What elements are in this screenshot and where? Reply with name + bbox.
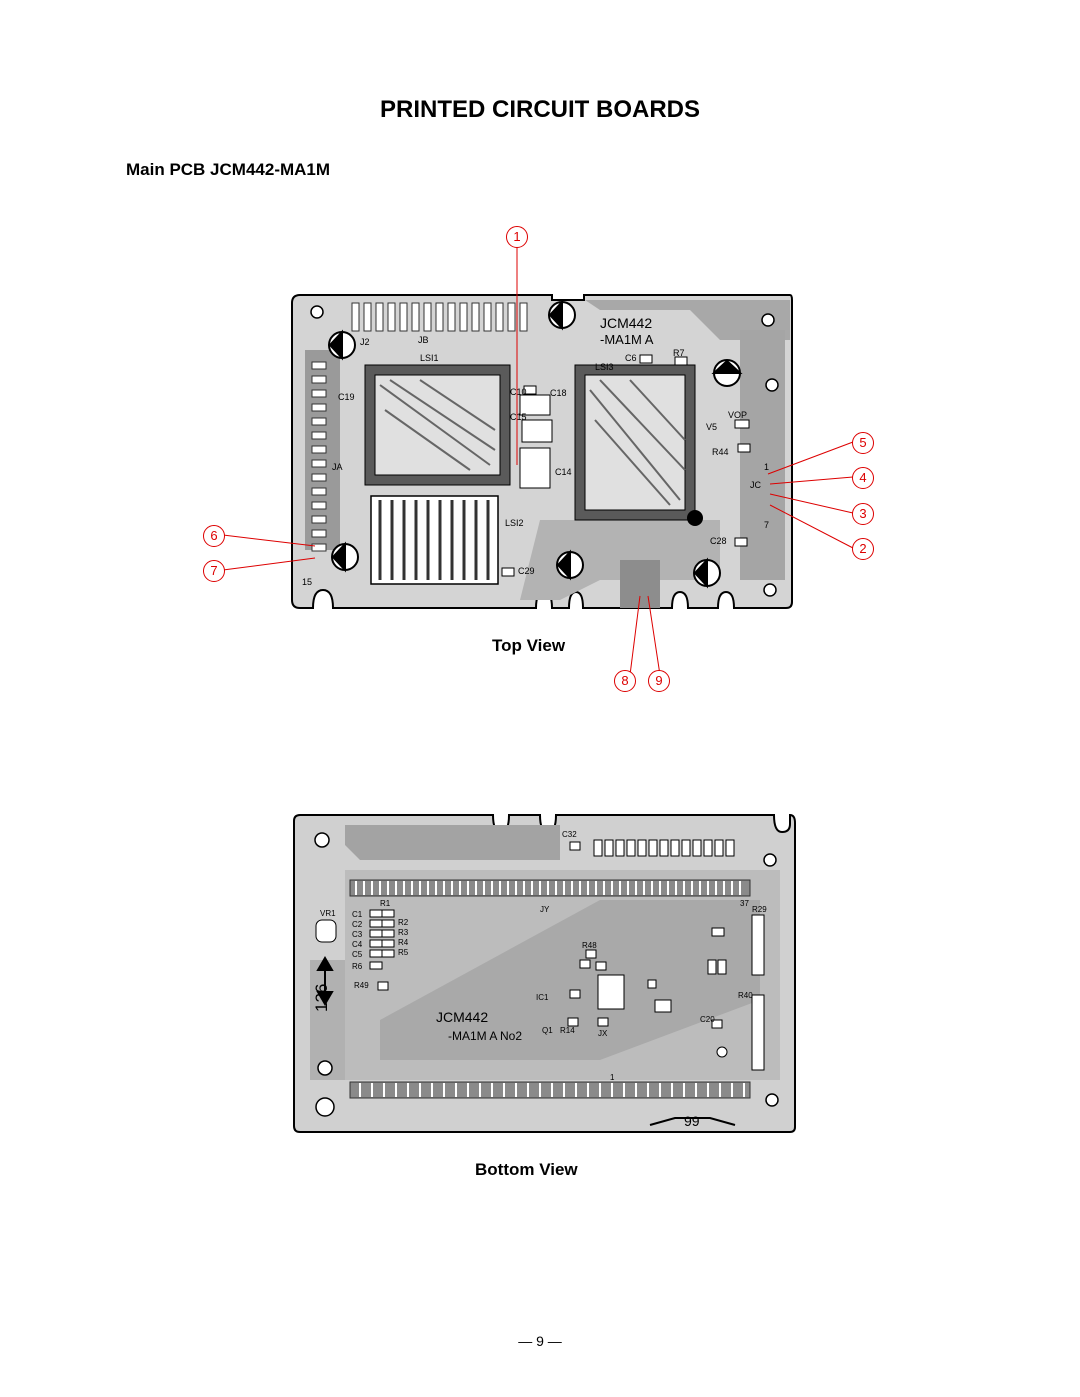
callout-4: 4 [852,467,874,489]
page-number: — 9 — [518,1333,562,1349]
callout-8: 8 [614,670,636,692]
silk-label: R6 [352,962,363,971]
silk-label: C32 [562,830,577,839]
silk-label: JC [750,480,762,490]
silk-label: Q1 [542,1026,553,1035]
silk-label: C4 [352,940,363,949]
silk-label: C15 [510,412,527,422]
silk-label: C10 [510,387,527,397]
silk-label: 7 [764,520,769,530]
silk-label: R3 [398,928,409,937]
marking-99: 99 [684,1113,700,1129]
silk-label: JY [540,905,550,914]
silk-label: R48 [582,941,597,950]
marking-126: 126 [312,984,331,1012]
top-fiducial-markers [328,299,743,589]
silk-label: J2 [360,337,370,347]
silk-label: C19 [338,392,355,402]
silk-label: C14 [555,467,572,477]
silk-label: R2 [398,918,409,927]
callout-6: 6 [203,525,225,547]
silk-label: 1 [764,462,769,472]
silk-label: R14 [560,1026,575,1035]
lsi2-chip [370,495,499,585]
silk-label: JA [332,462,343,472]
silk-label: R7 [673,348,685,358]
lsi1-chip [364,364,511,486]
bottom-board-label: JCM442 [436,1009,488,1025]
bottom-view-caption: Bottom View [475,1160,578,1179]
callout-7: 7 [203,560,225,582]
silk-label: 37 [740,899,749,908]
silk-label: 15 [302,577,312,587]
silk-label: IC1 [536,993,549,1002]
silk-label: LSI1 [420,353,439,363]
callout-1: 1 [506,226,528,248]
top-board-label: JCM442 [600,315,652,331]
lsi3-chip [574,364,696,521]
silk-label: R1 [380,899,391,908]
silk-label: V5 [706,422,717,432]
callout-5: 5 [852,432,874,454]
silk-label: C1 [352,910,363,919]
silk-label: C3 [352,930,363,939]
silk-label: 1 [610,1073,615,1082]
bottom-board-sub-label: -MA1M A No2 [448,1029,522,1043]
silk-label: C29 [518,566,535,576]
silk-label: C2 [352,920,363,929]
silk-label: VOP [728,410,747,420]
silk-label: R29 [752,905,767,914]
silk-label: C28 [710,536,727,546]
top-connector-pads [351,302,528,332]
silk-label: C18 [550,388,567,398]
silk-label: R5 [398,948,409,957]
silk-label: JB [418,335,429,345]
silk-label: C20 [700,1015,715,1024]
page-title: PRINTED CIRCUIT BOARDS [379,96,700,123]
callout-9: 9 [648,670,670,692]
silk-label: JX [598,1029,608,1038]
silk-label: C5 [352,950,363,959]
silk-label: R49 [354,981,369,990]
silk-label: R4 [398,938,409,947]
silk-label: R40 [738,991,753,1000]
pcb-subtitle: Main PCB JCM442-MA1M [126,160,331,179]
silk-label: R44 [712,447,729,457]
top-view-caption: Top View [492,636,566,655]
callout-2: 2 [852,538,874,560]
silk-label: LSI3 [595,362,614,372]
silk-label: LSI2 [505,518,524,528]
top-board-sub-label: -MA1M A [600,332,654,347]
callout-3: 3 [852,503,874,525]
silk-label: C6 [625,353,637,363]
silk-label: VR1 [320,909,336,918]
